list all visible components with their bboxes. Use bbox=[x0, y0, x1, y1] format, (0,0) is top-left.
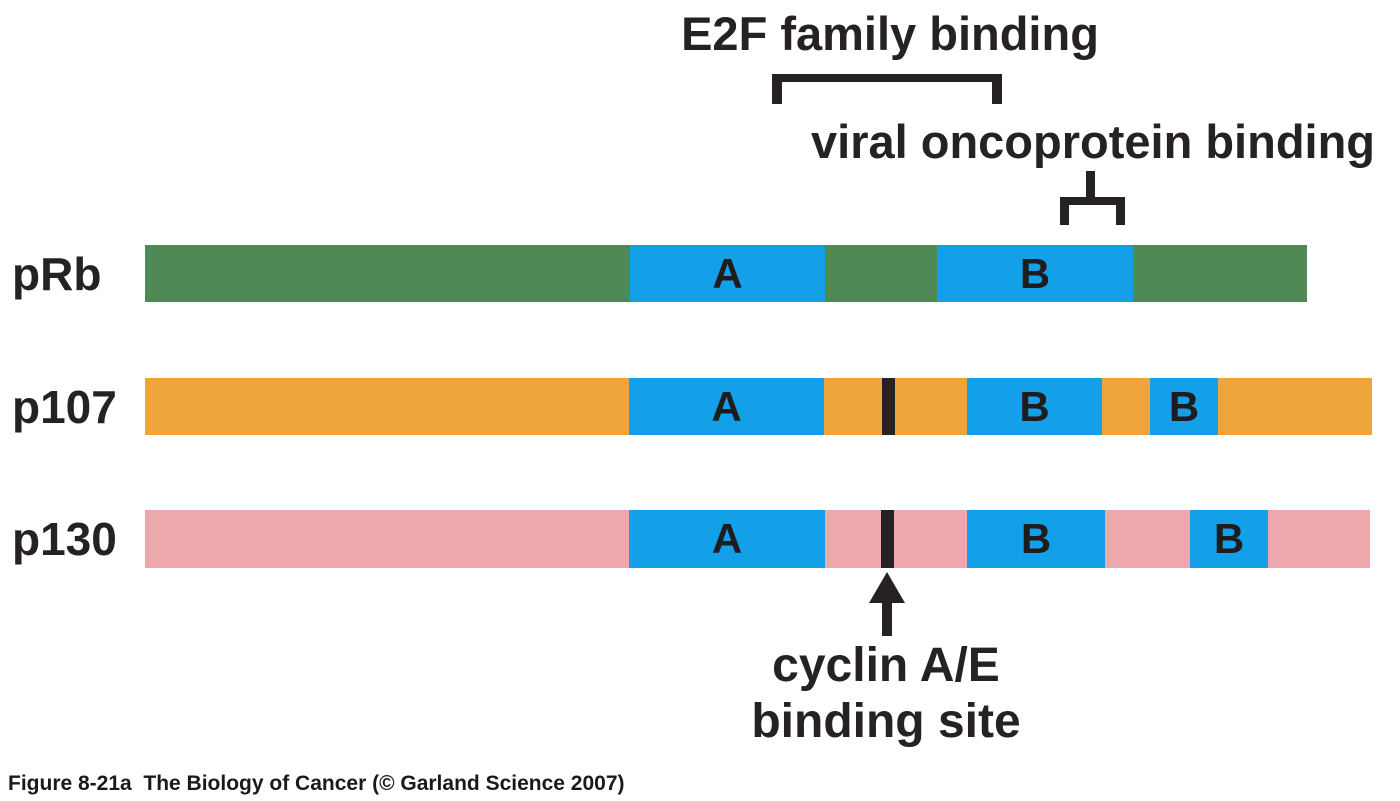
domain-B-segment: B bbox=[967, 378, 1102, 435]
domain-B-segment: B bbox=[967, 510, 1105, 568]
viral-binding-bracket-stem bbox=[1086, 171, 1095, 199]
figure-caption: Figure 8-21a The Biology of Cancer (© Ga… bbox=[8, 772, 625, 795]
cyclin-site-arrow-stem bbox=[882, 600, 892, 636]
backbone-segment bbox=[1105, 510, 1190, 568]
viral-binding-bracket bbox=[1060, 197, 1125, 225]
backbone-segment bbox=[145, 510, 629, 568]
cyclin-site-tick bbox=[881, 510, 894, 568]
protein-label-p130: p130 bbox=[12, 513, 117, 565]
domain-A-segment: A bbox=[629, 510, 825, 568]
e2f-family-binding-label: E2F family binding bbox=[681, 7, 1099, 60]
domain-letter: B bbox=[1019, 249, 1051, 297]
backbone-segment bbox=[1102, 378, 1150, 435]
backbone-segment bbox=[895, 378, 967, 435]
domain-B-segment: B bbox=[1150, 378, 1218, 435]
cyclin-site-arrow-icon bbox=[869, 572, 905, 603]
viral-oncoprotein-binding-label: viral oncoprotein binding bbox=[811, 115, 1375, 168]
domain-letter: B bbox=[1168, 382, 1200, 430]
domain-A-segment: A bbox=[629, 378, 824, 435]
cyclin-binding-site-label-line1: cyclin A/E bbox=[772, 639, 1000, 692]
cyclin-binding-site-label: cyclin A/E binding site bbox=[751, 638, 1020, 750]
cyclin-site-tick bbox=[882, 378, 895, 435]
backbone-segment bbox=[825, 510, 881, 568]
domain-letter: A bbox=[711, 515, 743, 562]
domain-B-segment: B bbox=[1190, 510, 1268, 568]
e2f-binding-bracket bbox=[772, 74, 1002, 104]
domain-letter: A bbox=[711, 382, 742, 430]
cyclin-binding-site-label-line2: binding site bbox=[751, 695, 1021, 749]
protein-label-pRb: pRb bbox=[12, 247, 102, 300]
domain-letter: A bbox=[712, 249, 743, 297]
domain-letter: B bbox=[1020, 515, 1052, 562]
backbone-segment bbox=[145, 378, 629, 435]
backbone-segment bbox=[825, 245, 937, 302]
backbone-segment bbox=[1218, 378, 1372, 435]
domain-letter: B bbox=[1213, 515, 1245, 562]
backbone-segment bbox=[1268, 510, 1370, 568]
backbone-segment bbox=[145, 245, 630, 302]
domain-B-segment: B bbox=[937, 245, 1133, 302]
protein-label-p107: p107 bbox=[12, 380, 117, 433]
backbone-segment bbox=[824, 378, 882, 435]
domain-letter: B bbox=[1019, 382, 1050, 430]
backbone-segment bbox=[1133, 245, 1307, 302]
backbone-segment bbox=[894, 510, 967, 568]
domain-A-segment: A bbox=[630, 245, 825, 302]
